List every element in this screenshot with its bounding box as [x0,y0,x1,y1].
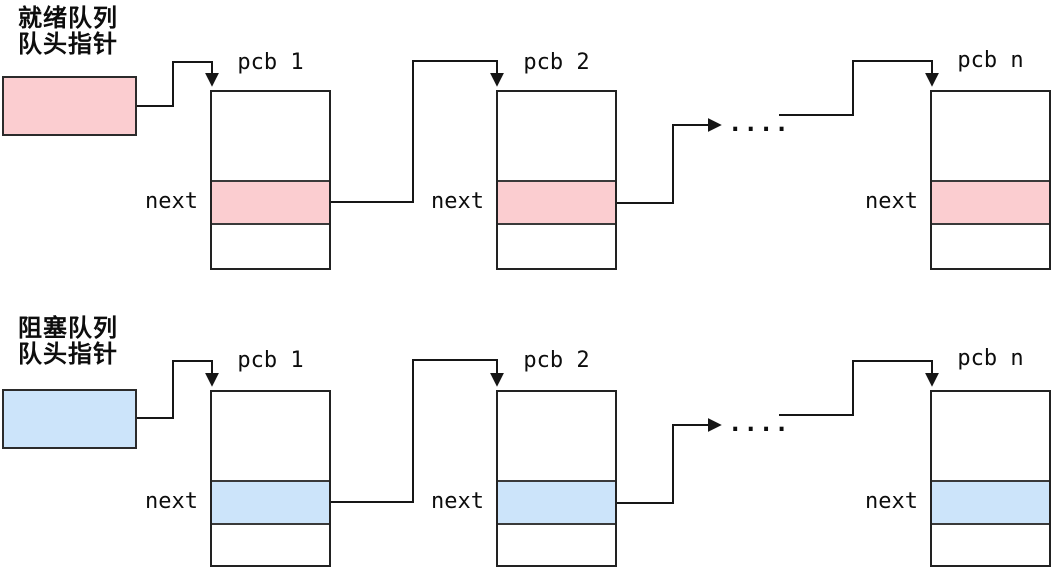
blocked-queue-title: 阻塞队列 队头指针 [18,315,178,367]
ready-pcb-node-1 [210,90,331,270]
blocked-pcb-node-1 [210,390,331,567]
ready-pcb-node-n [930,90,1051,270]
blocked-pcb-node-n [930,390,1051,567]
pcb-info-cell [498,92,615,180]
blocked-pcb2-to-dots-arrow [616,418,722,504]
pcb-next-pointer-cell [212,180,329,225]
pcb-label: pcb 2 [523,348,590,373]
ellipsis-dots: .... [728,409,790,437]
pcb-bottom-cell [212,525,329,565]
pcb-bottom-cell [932,225,1049,268]
next-pointer-label: next [145,189,198,214]
blocked-dots-to-pcbn-arrow [779,360,939,416]
pcb-info-cell [932,92,1049,180]
pcb-info-cell [212,92,329,180]
ready-pcb1-to-pcb2-arrow [331,60,504,203]
blocked-pcb1-to-pcb2-arrow [331,359,504,503]
ellipsis-dots: .... [728,109,790,137]
pcb-next-pointer-cell [932,480,1049,525]
pcb-info-cell [498,392,615,480]
pcb-next-pointer-cell [932,180,1049,225]
pcb-info-cell [212,392,329,480]
next-pointer-label: next [865,489,918,514]
next-pointer-label: next [145,489,198,514]
blocked-queue-head-pointer-box [2,389,137,449]
ready-dots-to-pcbn-arrow [779,60,939,116]
pcb-info-cell [932,392,1049,480]
blocked-queue-title-line2: 队头指针 [18,340,118,368]
ready-queue-head-pointer-box [2,76,137,136]
ready-queue-title-line1: 就绪队列 [18,4,118,32]
ready-head-to-pcb1-arrow [137,61,219,107]
pcb-next-pointer-cell [212,480,329,525]
pcb-label: pcb n [957,48,1024,73]
next-pointer-label: next [431,489,484,514]
blocked-head-to-pcb1-arrow [137,360,219,419]
pcb-label: pcb 1 [237,50,304,75]
pcb-bottom-cell [212,225,329,268]
ready-queue-title: 就绪队列 队头指针 [18,5,178,57]
blocked-pcb-node-2 [496,390,617,567]
pcb-bottom-cell [932,525,1049,565]
ready-queue-title-line2: 队头指针 [18,30,118,58]
blocked-queue-title-line1: 阻塞队列 [18,314,118,342]
next-pointer-label: next [865,189,918,214]
next-pointer-label: next [431,189,484,214]
pcb-next-pointer-cell [498,480,615,525]
pcb-next-pointer-cell [498,180,615,225]
ready-pcb2-to-dots-arrow [616,118,722,204]
pcb-label: pcb n [957,346,1024,371]
pcb-bottom-cell [498,525,615,565]
pcb-label: pcb 1 [237,348,304,373]
pcb-bottom-cell [498,225,615,268]
ready-pcb-node-2 [496,90,617,270]
pcb-label: pcb 2 [523,50,590,75]
